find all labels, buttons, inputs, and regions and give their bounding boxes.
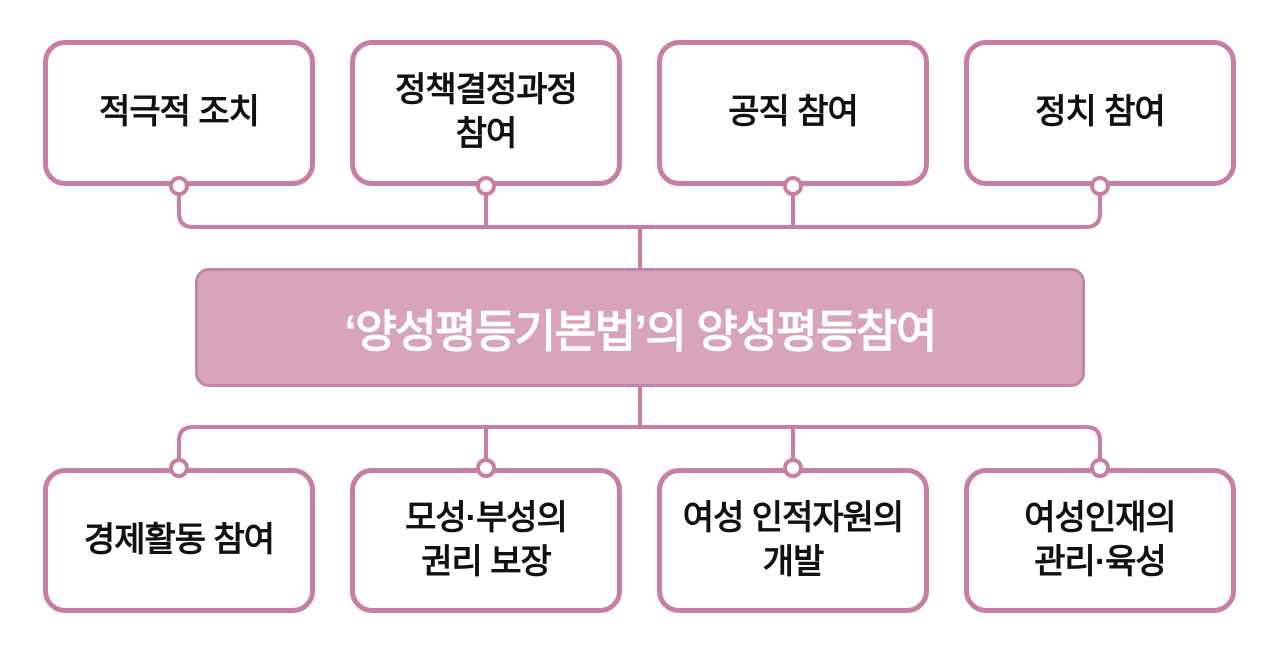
- node-label: 정책결정과정 참여: [395, 71, 578, 153]
- node-female-talent-management: 여성인재의 관리·육성: [964, 468, 1236, 613]
- diagram-title: ‘양성평등기본법’의 양성평등참여: [344, 306, 937, 357]
- node-label: 여성 인적자원의 개발: [682, 498, 904, 581]
- node-political-participation: 정치 참여: [964, 40, 1236, 186]
- node-label: 모성·부성의 권리 보장: [405, 498, 568, 581]
- node-label: 적극적 조치: [99, 93, 260, 132]
- node-label: 공직 참여: [728, 93, 859, 132]
- node-maternal-paternal-rights: 모성·부성의 권리 보장: [350, 468, 622, 613]
- center-node-gender-equality-act: ‘양성평등기본법’의 양성평등참여: [195, 268, 1085, 387]
- node-label: 정치 참여: [1035, 93, 1166, 132]
- node-womens-human-resources-development: 여성 인적자원의 개발: [657, 468, 929, 613]
- node-affirmative-action: 적극적 조치: [43, 40, 315, 186]
- node-public-office-participation: 공직 참여: [657, 40, 929, 186]
- node-economic-activity-participation: 경제활동 참여: [43, 468, 315, 613]
- node-label: 경제활동 참여: [83, 520, 275, 559]
- node-label: 여성인재의 관리·육성: [1024, 498, 1176, 581]
- bottom-bus-line: [177, 425, 1102, 468]
- top-bus-line: [177, 186, 1102, 229]
- node-policy-decision-participation: 정책결정과정 참여: [350, 40, 622, 186]
